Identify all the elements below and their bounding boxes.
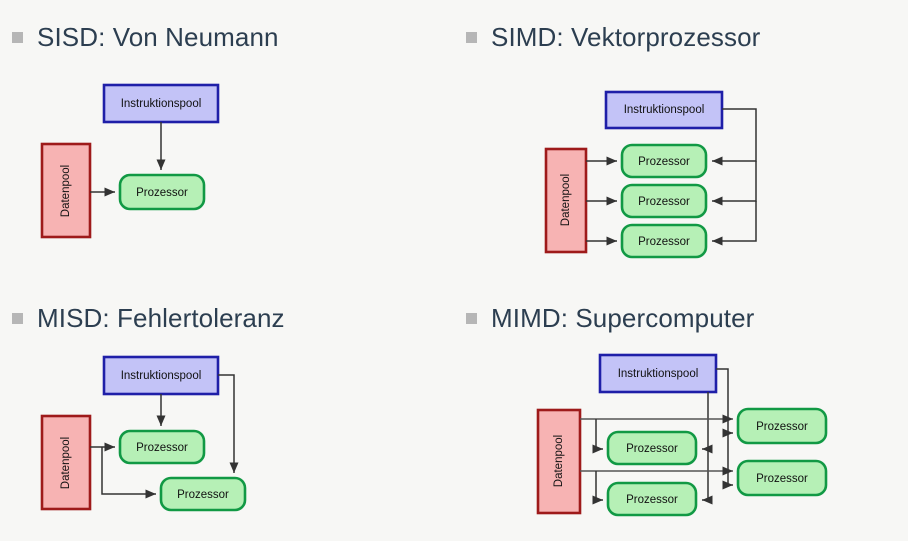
processor-box-1: Prozessor xyxy=(118,429,206,465)
diagram-misd: Instruktionspool Datenpool Prozessor Pro… xyxy=(28,343,288,533)
instruction-pool-label: Instruktionspool xyxy=(618,368,699,380)
processor-label: Prozessor xyxy=(756,473,808,485)
diagram-mimd: Instruktionspool Datenpool Prozessor Pro… xyxy=(532,343,842,538)
instruction-pool-box: Instruktionspool xyxy=(598,353,718,394)
processor-label: Prozessor xyxy=(626,443,678,455)
arrow-data-to-processor-1 xyxy=(592,419,603,454)
data-pool-box: Datenpool xyxy=(536,408,582,515)
arrow-instruction-to-processor-4 xyxy=(722,433,733,490)
diagram-sisd: Instruktionspool Datenpool Prozessor xyxy=(28,72,248,252)
heading-mimd: MIMD: Supercomputer xyxy=(454,281,908,337)
arrow-instruction-to-processor-2 xyxy=(218,374,239,473)
processor-label: Prozessor xyxy=(626,494,678,506)
quadrant-simd: SIMD: Vektorprozessor Instruktionspool D xyxy=(454,0,908,281)
processor-box-4: Prozessor xyxy=(736,459,828,497)
square-bullet-icon xyxy=(466,31,477,43)
square-bullet-icon xyxy=(12,312,23,324)
heading-misd: MISD: Fehlertoleranz xyxy=(0,281,454,337)
processor-box-1: Prozessor xyxy=(118,173,206,211)
data-pool-label: Datenpool xyxy=(560,174,572,226)
processor-label: Prozessor xyxy=(177,489,229,501)
arrow-instruction-to-processor-1 xyxy=(712,108,757,166)
heading-sisd: SISD: Von Neumann xyxy=(0,0,454,56)
instruction-pool-label: Instruktionspool xyxy=(121,370,202,382)
arrow-instruction-to-processor-2 xyxy=(712,161,757,206)
arrow-instruction-to-processor-3 xyxy=(712,201,757,246)
processor-label: Prozessor xyxy=(756,421,808,433)
page-title-mimd: MIMD: Supercomputer xyxy=(491,302,755,333)
processor-box-3: Prozessor xyxy=(620,223,708,259)
page-title-simd: SIMD: Vektorprozessor xyxy=(491,21,761,52)
data-pool-label: Datenpool xyxy=(553,435,565,487)
instruction-pool-box: Instruktionspool xyxy=(102,83,220,124)
page-title-misd: MISD: Fehlertoleranz xyxy=(37,302,285,333)
processor-label: Prozessor xyxy=(638,236,690,248)
instruction-pool-box: Instruktionspool xyxy=(102,355,220,396)
data-pool-label: Datenpool xyxy=(60,437,72,489)
processor-box-3: Prozessor xyxy=(736,407,828,445)
data-pool-box: Datenpool xyxy=(40,142,92,239)
processor-label: Prozessor xyxy=(136,187,188,199)
quadrant-sisd: SISD: Von Neumann Instruktionspool Daten xyxy=(0,0,454,281)
processor-box-2: Prozessor xyxy=(159,476,247,512)
processor-box-1: Prozessor xyxy=(606,430,698,466)
processor-box-1: Prozessor xyxy=(620,143,708,179)
processor-box-2: Prozessor xyxy=(620,183,708,219)
heading-simd: SIMD: Vektorprozessor xyxy=(454,0,908,56)
data-pool-label: Datenpool xyxy=(60,165,72,217)
arrow-data-to-processor-2 xyxy=(592,471,603,505)
processor-label: Prozessor xyxy=(638,156,690,168)
data-pool-box: Datenpool xyxy=(40,414,92,511)
quadrant-mimd: MIMD: Supercomputer Instruktionspool Dat xyxy=(454,281,908,541)
diagram-simd: Instruktionspool Datenpool Prozessor Pro… xyxy=(540,78,830,278)
instruction-pool-label: Instruktionspool xyxy=(624,104,705,116)
instruction-pool-box: Instruktionspool xyxy=(604,90,724,130)
data-pool-box: Datenpool xyxy=(544,147,588,254)
square-bullet-icon xyxy=(12,31,23,43)
instruction-pool-label: Instruktionspool xyxy=(121,98,202,110)
arrow-data-to-processor-2 xyxy=(101,447,156,499)
processor-box-2: Prozessor xyxy=(606,481,698,517)
arrow-instruction-to-processor-3 xyxy=(716,368,733,438)
processor-label: Prozessor xyxy=(638,196,690,208)
processor-label: Prozessor xyxy=(136,442,188,454)
square-bullet-icon xyxy=(466,312,477,324)
arrow-instruction-to-processor-2 xyxy=(702,392,713,505)
quadrant-misd: MISD: Fehlertoleranz Instruktionspool Da xyxy=(0,281,454,541)
page-title-sisd: SISD: Von Neumann xyxy=(37,21,279,52)
